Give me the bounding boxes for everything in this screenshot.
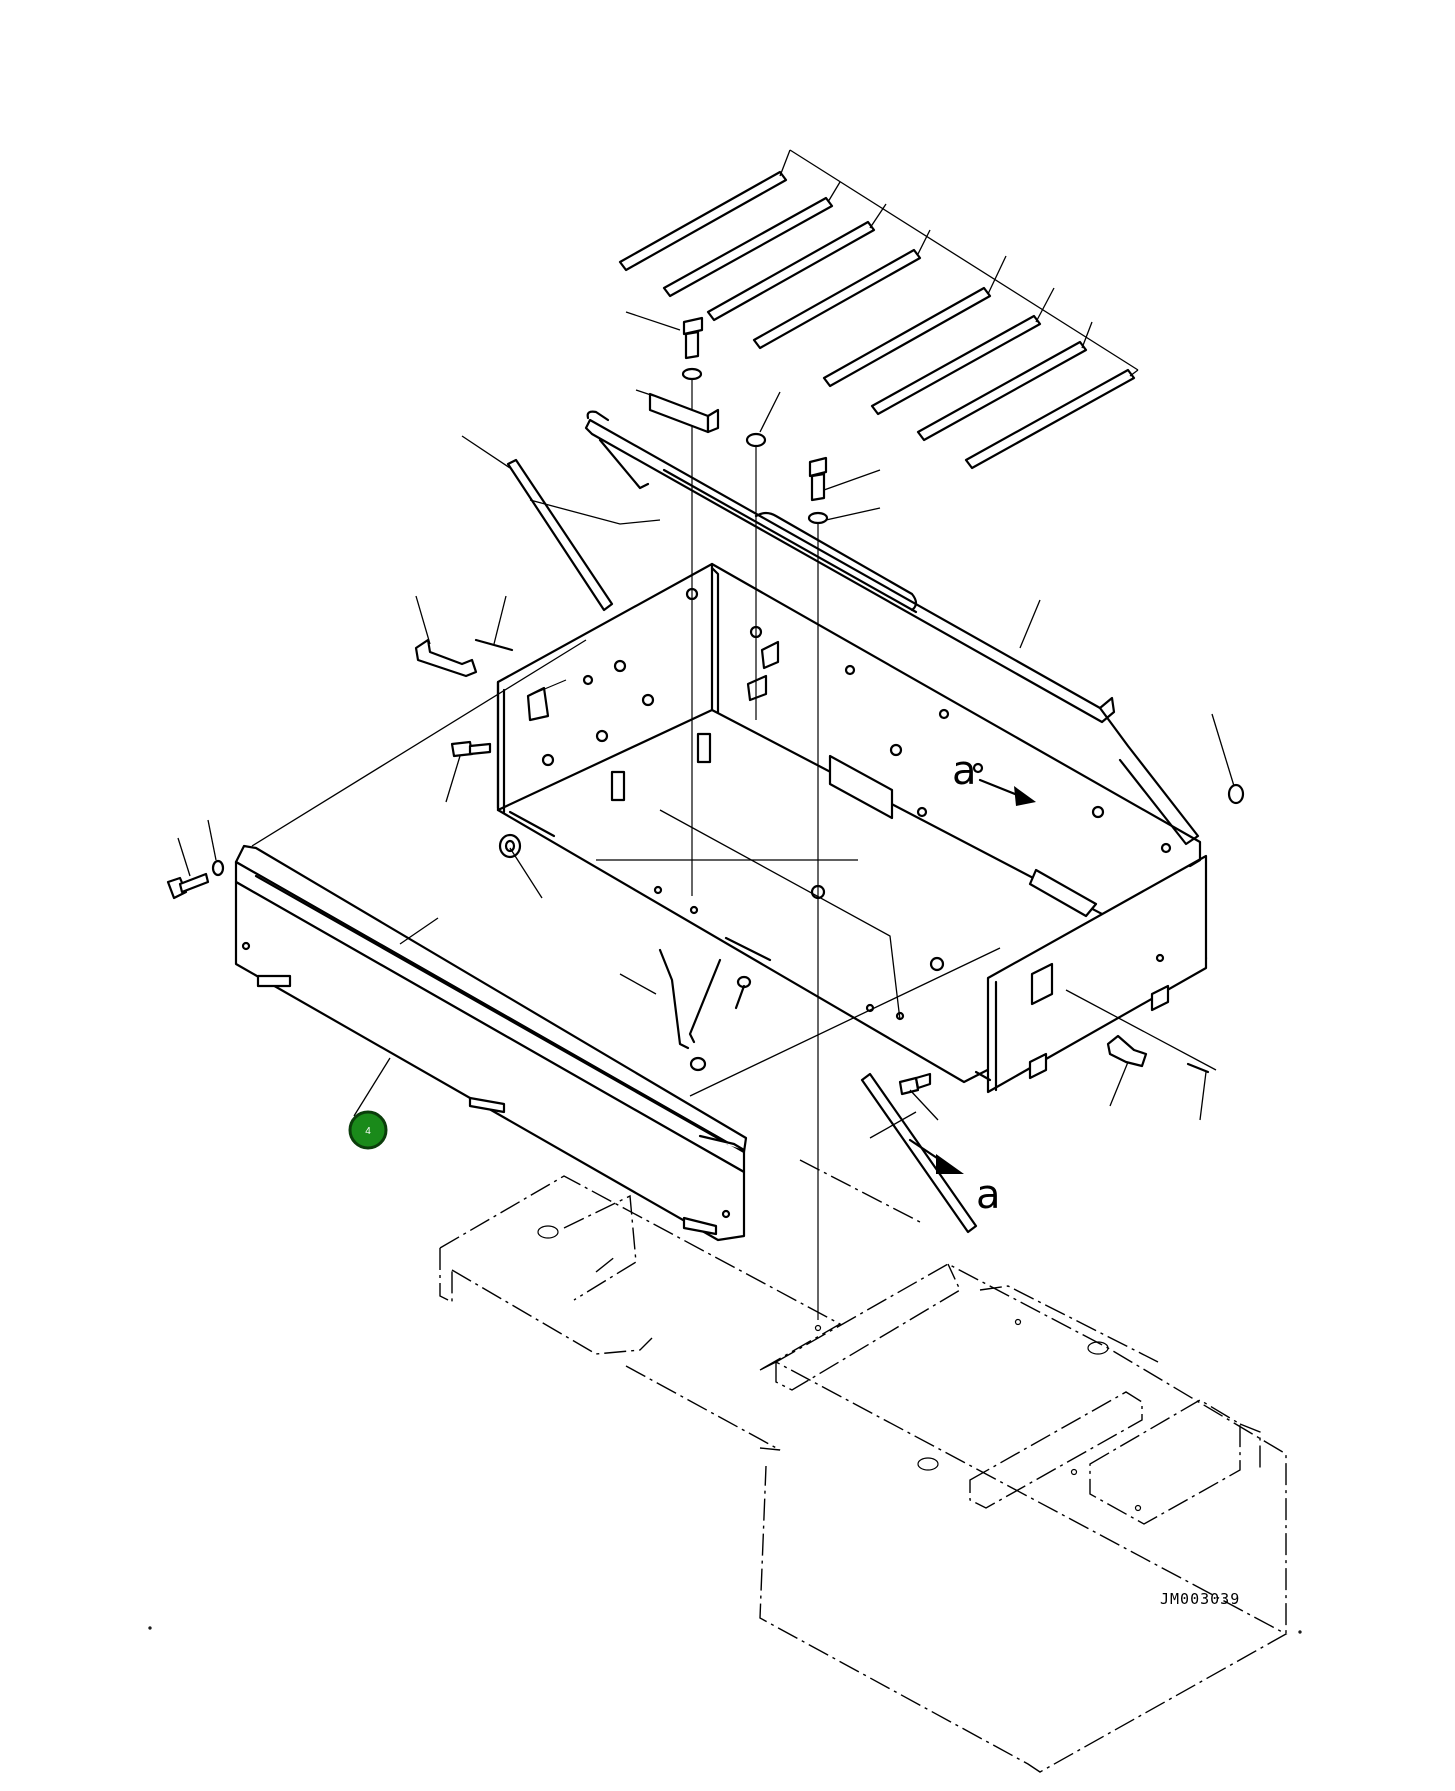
view-arrow-upper: a	[952, 748, 1036, 806]
drawing-code: JM003039	[1160, 1590, 1240, 1608]
callout-4[interactable]: 4	[348, 1110, 388, 1150]
lid	[584, 410, 1200, 846]
view-a-label-lower: a	[976, 1172, 1001, 1218]
strip-leader-lines	[779, 149, 1139, 377]
view-arrow-lower: a	[908, 1138, 1001, 1218]
rubber-strips	[618, 149, 1139, 470]
support-rods	[506, 458, 978, 1234]
box-frame	[496, 562, 1208, 1094]
front-panel	[234, 844, 748, 1242]
hardware	[166, 316, 1245, 1320]
view-a-label-upper: a	[952, 748, 977, 794]
corner-marks	[148, 1626, 1302, 1634]
callout-4-number: 4	[365, 1126, 371, 1137]
leader-lines	[177, 311, 1235, 1139]
floor-phantom	[439, 1159, 1288, 1773]
